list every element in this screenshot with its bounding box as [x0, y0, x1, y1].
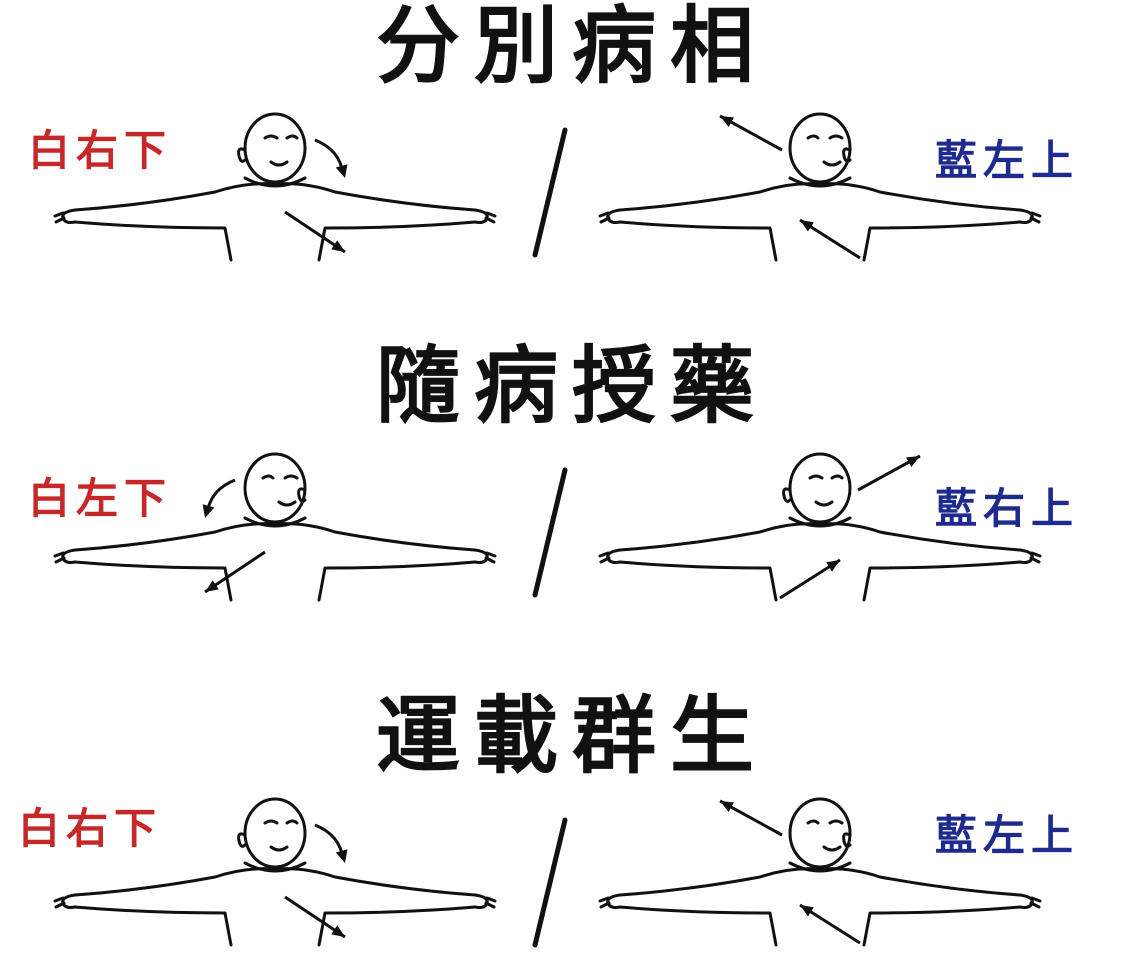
eye: [285, 134, 299, 140]
collar: [243, 516, 307, 528]
divider-slash-icon: [532, 467, 568, 598]
mouth: [822, 845, 842, 852]
motion-arrow-icon: [719, 114, 783, 152]
mouth: [269, 160, 289, 167]
left-label: 白右下: [28, 126, 173, 175]
collar: [788, 861, 852, 873]
hand-right-icon: [473, 548, 497, 564]
motion-arrow-icon: [779, 558, 841, 600]
eye: [263, 819, 279, 825]
eye: [808, 474, 824, 480]
arm-outline: [73, 905, 477, 947]
left-label: 白右下: [18, 804, 163, 853]
right-label: 藍左上: [935, 136, 1080, 185]
motion-arrow-icon: [719, 799, 783, 837]
eye: [806, 819, 820, 825]
ear: [237, 147, 247, 163]
head: [243, 112, 307, 184]
ear: [297, 487, 307, 503]
mouth: [822, 160, 842, 167]
motion-arrow-icon: [799, 903, 861, 945]
hand-right-icon: [473, 208, 497, 224]
collar: [788, 516, 852, 528]
eye: [285, 819, 299, 825]
arm-outline: [73, 182, 477, 212]
arm-outline: [618, 182, 1022, 212]
head: [243, 797, 307, 869]
hand-right-icon: [1018, 548, 1042, 564]
arm-outline: [73, 522, 477, 552]
head: [243, 452, 307, 524]
arm-outline: [73, 220, 477, 262]
motion-arrow-icon: [314, 823, 348, 863]
section-heading: 隨病授藥: [375, 336, 768, 435]
ear: [842, 147, 852, 163]
hand-left-icon: [53, 548, 77, 564]
hand-right-icon: [473, 893, 497, 909]
motion-arrow-icon: [204, 550, 266, 594]
arm-outline: [618, 560, 1022, 602]
ear: [237, 832, 247, 848]
hand-right-icon: [1018, 893, 1042, 909]
eye: [806, 134, 820, 140]
right-label: 藍右上: [935, 484, 1080, 533]
motion-arrow-icon: [202, 478, 236, 518]
motion-arrow-icon: [314, 138, 348, 178]
arm-outline: [618, 867, 1022, 897]
figure-right-icon: [598, 797, 1042, 947]
figure-left-icon: [53, 452, 497, 602]
mouth: [269, 845, 289, 852]
arm-outline: [73, 560, 477, 602]
motion-arrow-icon: [857, 454, 921, 492]
right-label: 藍左上: [935, 811, 1080, 860]
mouth: [277, 500, 297, 507]
left-label: 白左下: [28, 474, 173, 523]
collar: [243, 861, 307, 873]
eye: [283, 474, 299, 480]
arm-outline: [618, 905, 1022, 947]
divider-slash-icon: [532, 127, 568, 258]
figure-right-icon: [598, 112, 1042, 262]
hand-right-icon: [1018, 208, 1042, 224]
ear: [782, 487, 792, 503]
head: [788, 797, 852, 869]
hand-left-icon: [598, 208, 622, 224]
hand-left-icon: [53, 893, 77, 909]
eye: [828, 819, 844, 825]
arm-outline: [73, 867, 477, 897]
arm-outline: [618, 220, 1022, 262]
eye: [263, 134, 279, 140]
motion-arrow-icon: [799, 218, 861, 260]
motion-arrow-icon: [284, 895, 346, 939]
eye: [828, 134, 844, 140]
ear: [842, 832, 852, 848]
collar: [788, 176, 852, 188]
section-heading: 分別病相: [375, 0, 768, 95]
motion-arrow-icon: [284, 210, 346, 254]
figure-left-icon: [53, 797, 497, 947]
eye: [830, 474, 844, 480]
mouth: [814, 500, 834, 507]
hand-left-icon: [598, 548, 622, 564]
hand-left-icon: [53, 208, 77, 224]
figure-left-icon: [53, 112, 497, 262]
arm-outline: [618, 522, 1022, 552]
figure-right-icon: [598, 452, 1042, 602]
head: [788, 112, 852, 184]
hand-left-icon: [598, 893, 622, 909]
section-heading: 運載群生: [375, 686, 768, 785]
divider-slash-icon: [532, 817, 568, 948]
head: [788, 452, 852, 524]
eye: [261, 474, 275, 480]
collar: [243, 176, 307, 188]
